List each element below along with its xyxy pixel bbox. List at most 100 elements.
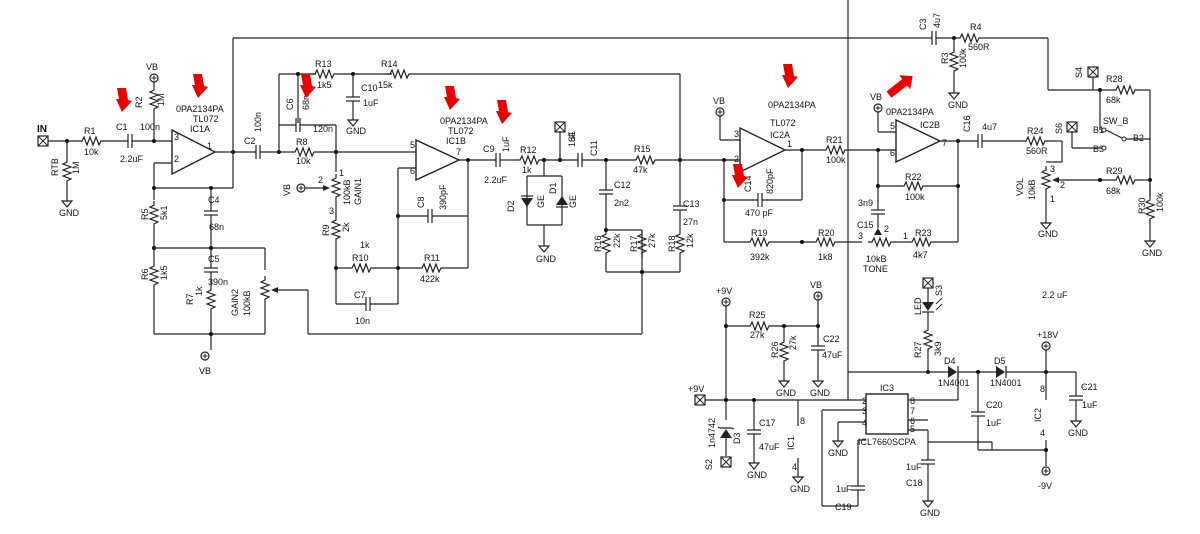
svg-text:R18: R18 [667, 235, 677, 252]
svg-text:R28: R28 [1106, 74, 1123, 84]
ic1a-part: 0PA2134PA [176, 104, 224, 114]
svg-text:VOL: VOL [1015, 178, 1025, 196]
svg-text:47uF: 47uF [759, 442, 780, 452]
svg-text:ICL7660SCPA: ICL7660SCPA [858, 437, 916, 447]
svg-text:68n: 68n [209, 222, 224, 232]
capacitor-c10 [345, 96, 361, 102]
svg-text:S6: S6 [1054, 123, 1064, 134]
svg-text:R19: R19 [751, 228, 768, 238]
svg-text:VB: VB [870, 92, 882, 102]
resistor-r1 [77, 136, 107, 146]
vb-terminal-1 [149, 73, 159, 83]
red-marker-arrow-4 [444, 86, 460, 110]
switch-s3-pad [922, 277, 934, 289]
vb-terminal-3 [296, 183, 306, 193]
red-marker-arrow-6 [782, 64, 798, 88]
svg-text:C13: C13 [683, 199, 700, 209]
red-marker-arrow-5 [496, 100, 512, 124]
svg-text:TL072: TL072 [770, 118, 796, 128]
svg-text:8: 8 [800, 416, 805, 426]
diode-d1 [556, 196, 568, 205]
svg-text:5k1: 5k1 [159, 205, 169, 220]
svg-text:560R: 560R [1026, 146, 1048, 156]
svg-text:10kB: 10kB [866, 254, 887, 264]
svg-text:C11: C11 [589, 140, 599, 156]
red-marker-arrow-3 [300, 74, 316, 98]
svg-text:1uF: 1uF [836, 484, 852, 494]
svg-text:120n: 120n [313, 124, 333, 134]
svg-text:2: 2 [1060, 180, 1065, 190]
svg-text:7: 7 [942, 138, 947, 148]
svg-text:D2: D2 [506, 200, 516, 212]
resistor-r5 [149, 200, 159, 230]
svg-text:0PA2134PA: 0PA2134PA [886, 107, 934, 117]
svg-text:R5: R5 [140, 208, 150, 220]
svg-text:1N4001: 1N4001 [938, 378, 970, 388]
opamp-ic1b [415, 138, 461, 182]
svg-text:2k: 2k [341, 222, 351, 232]
capacitor-c8 [427, 208, 433, 224]
svg-text:5: 5 [890, 121, 895, 131]
diode-d5 [996, 366, 1005, 378]
svg-text:R11: R11 [424, 253, 440, 263]
capacitor-c2 [255, 144, 261, 160]
svg-text:3: 3 [862, 406, 867, 416]
svg-text:10n: 10n [355, 316, 370, 326]
resistor-r20 [811, 237, 841, 247]
svg-text:VB: VB [199, 366, 211, 376]
svg-text:C16: C16 [962, 115, 972, 132]
svg-text:IC3: IC3 [880, 383, 894, 393]
svg-text:GND: GND [1038, 229, 1059, 239]
svg-text:R6: R6 [140, 268, 150, 280]
vb-terminal-5 [873, 103, 883, 113]
svg-text:100k: 100k [1155, 192, 1165, 212]
svg-text:R15: R15 [634, 144, 651, 154]
label-c1: C1 [116, 122, 128, 132]
svg-text:C15: C15 [857, 220, 874, 230]
svg-text:2n2: 2n2 [614, 198, 629, 208]
svg-text:R29: R29 [1106, 166, 1123, 176]
switch-s2-pad [720, 456, 732, 468]
label-in: IN [37, 124, 47, 135]
svg-text:100k: 100k [826, 155, 846, 165]
svg-text:1k: 1k [522, 165, 532, 175]
capacitor-c11 [577, 152, 583, 168]
label-vb1: VB [146, 62, 158, 72]
svg-text:47k: 47k [633, 165, 648, 175]
svg-text:GND: GND [747, 470, 768, 480]
led [922, 302, 934, 311]
svg-text:C6: C6 [285, 98, 295, 110]
svg-text:4: 4 [862, 418, 867, 428]
svg-text:68k: 68k [1106, 186, 1121, 196]
svg-text:R25: R25 [749, 310, 766, 320]
svg-text:D4: D4 [944, 356, 956, 366]
svg-text:390n: 390n [208, 277, 228, 287]
svg-text:2: 2 [318, 175, 323, 185]
capacitor-c18 [920, 459, 936, 465]
svg-text:C20: C20 [986, 400, 1003, 410]
svg-text:R17: R17 [629, 235, 639, 252]
svg-text:390pF: 390pF [438, 184, 448, 210]
svg-text:S4: S4 [1074, 67, 1084, 78]
svg-text:3: 3 [174, 132, 179, 142]
resistor-r24 [1021, 136, 1051, 146]
ic1a-name: IC1A [190, 124, 210, 134]
svg-text:C21: C21 [1081, 382, 1098, 392]
svg-text:C14: C14 [743, 175, 753, 192]
svg-text:1uF: 1uF [567, 131, 577, 147]
svg-text:GND: GND [828, 448, 849, 458]
svg-text:1uF: 1uF [363, 98, 379, 108]
svg-text:GAIN1: GAIN1 [353, 178, 363, 205]
svg-text:B3: B3 [1093, 144, 1104, 154]
svg-text:7: 7 [910, 406, 915, 416]
svg-text:27k: 27k [750, 330, 765, 340]
resistor-r8 [290, 147, 320, 157]
svg-text:68k: 68k [1106, 95, 1121, 105]
svg-text:VB: VB [282, 184, 292, 196]
svg-text:2: 2 [734, 154, 739, 164]
svg-text:C18: C18 [906, 478, 923, 488]
red-marker-arrow-8 [886, 75, 913, 98]
svg-text:C9: C9 [483, 144, 495, 154]
svg-text:C3: C3 [918, 18, 928, 30]
